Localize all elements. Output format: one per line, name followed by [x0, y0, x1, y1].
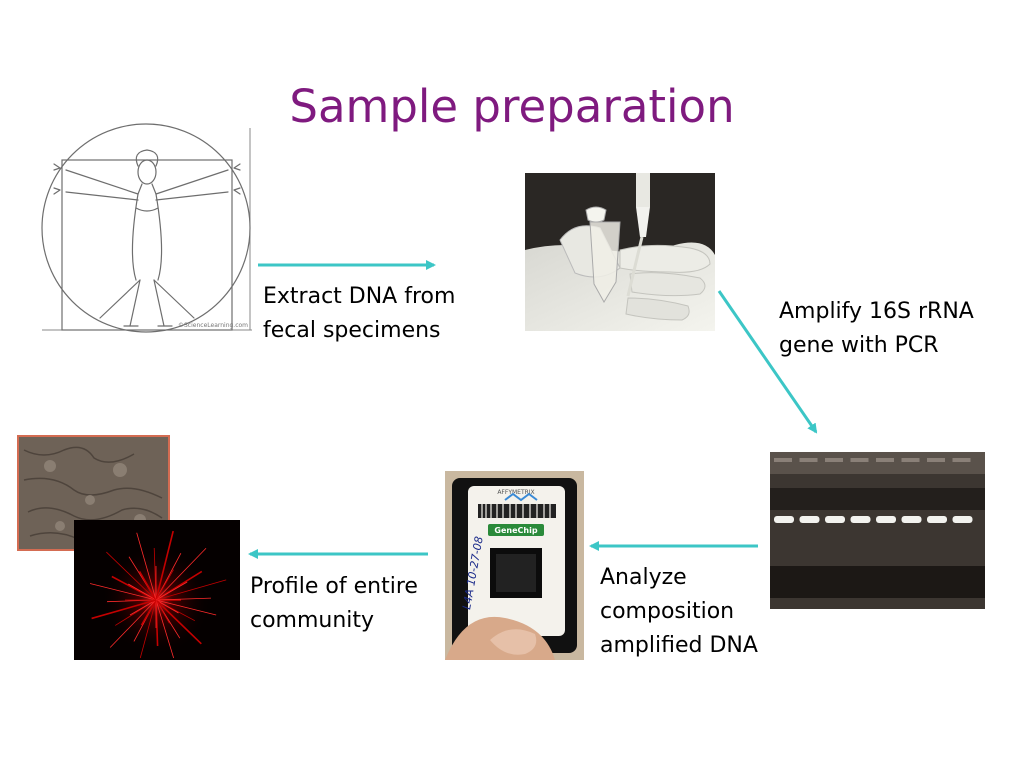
gel-well [850, 458, 869, 462]
pipette-and-tube-photo [525, 173, 715, 331]
gel-band [799, 516, 820, 523]
burst-ray [140, 599, 157, 626]
genechip-microarray-photo: AFFYMETRIX GeneChip L4A 10-27-08 [445, 471, 584, 660]
gel-band [850, 516, 871, 523]
red-fluorescence-burst-image [74, 520, 240, 660]
burst-ray [128, 583, 157, 601]
gel-band [825, 516, 845, 523]
caption-line: amplified DNA [600, 633, 758, 658]
caption-line: Extract DNA from [263, 284, 456, 309]
burst-rays [89, 530, 227, 659]
gel-well [952, 458, 971, 462]
caption-amplify-pcr: Amplify 16S rRNA gene with PCR [779, 295, 974, 363]
burst-ray [155, 581, 188, 601]
caption-line: gene with PCR [779, 333, 939, 358]
burst-ray [91, 599, 157, 620]
gel-band [876, 516, 896, 523]
caption-extract-dna: Extract DNA from fecal specimens [263, 280, 455, 348]
burst-ray [155, 599, 179, 614]
pcr-gel-electrophoresis-photo [770, 452, 985, 609]
caption-line: Profile of entire [250, 574, 418, 599]
burst-ray [136, 532, 157, 601]
burst-ray [155, 597, 211, 601]
caption-line: composition [600, 599, 735, 624]
caption-analyze-composition: Analyze composition amplified DNA [600, 561, 758, 663]
gel-well [799, 458, 818, 462]
gel-bands [774, 458, 973, 523]
gel-band [927, 516, 947, 523]
burst-ray [155, 547, 207, 601]
caption-line: community [250, 608, 375, 633]
burst-ray [155, 599, 170, 624]
vitruvian-man-drawing: ©ScienceLearning.com [41, 123, 252, 333]
gel-well [927, 458, 945, 462]
burst-ray [129, 599, 157, 616]
burst-ray [138, 571, 157, 601]
burst-ray [109, 599, 157, 648]
gel-well [825, 458, 843, 462]
gel-band [774, 516, 794, 523]
burst-ray [155, 530, 174, 601]
gel-well [876, 458, 894, 462]
burst-ray [89, 583, 157, 601]
burst-ray [155, 599, 175, 659]
gel-band [952, 516, 973, 523]
burst-ray [155, 569, 174, 601]
caption-community-profile: Profile of entire community [250, 570, 418, 638]
genechip-header: AFFYMETRIX [497, 489, 534, 496]
gel-well [774, 458, 792, 462]
arrow-amplify-to-gel [717, 290, 818, 434]
slide-title: Sample preparation [289, 80, 735, 133]
gel-well [901, 458, 920, 462]
burst-ray [155, 599, 217, 616]
caption-line: Analyze [600, 565, 687, 590]
gel-band [901, 516, 922, 523]
caption-line: fecal specimens [263, 318, 441, 343]
burst-ray [155, 579, 227, 601]
burst-ray [106, 551, 157, 601]
burst-ray [155, 599, 202, 645]
vitruvian-credit: ©ScienceLearning.com [178, 322, 248, 329]
caption-line: Amplify 16S rRNA [779, 299, 974, 324]
burst-ray [139, 599, 157, 659]
genechip-brand: GeneChip [494, 526, 537, 535]
